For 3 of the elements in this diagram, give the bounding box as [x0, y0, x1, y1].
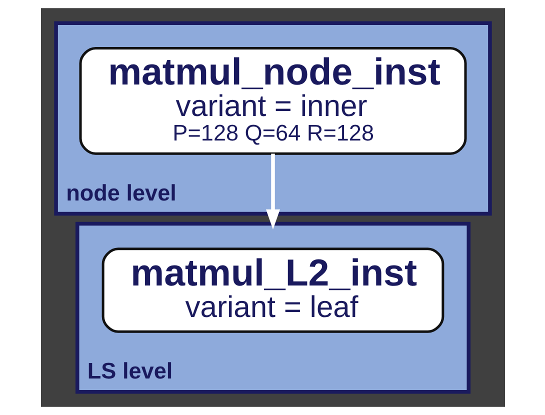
- arrow: [265, 154, 280, 230]
- node-box: matmul_node_inst variant = inner P=128 Q=64 R=128: [78, 46, 466, 155]
- node-box: matmul_L2_inst variant = leaf: [101, 248, 444, 333]
